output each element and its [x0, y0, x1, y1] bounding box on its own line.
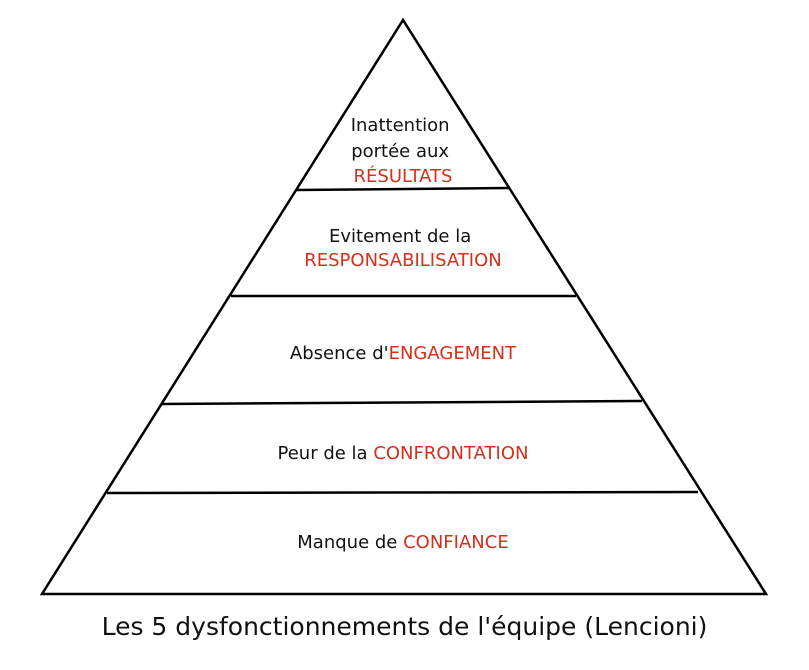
diagram-caption: Les 5 dysfonctionnements de l'équipe (Le… — [101, 612, 708, 641]
pyramid-outline — [39, 17, 769, 596]
divider-4 — [106, 490, 699, 495]
level-resultats-label: Inattention portée aux RÉSULTATS — [351, 115, 456, 187]
level-responsabilisation-line-2: RESPONSABILISATION — [304, 250, 501, 271]
divider-3 — [161, 399, 643, 406]
divider-1 — [295, 186, 511, 192]
level-engagement-label: Absence d'ENGAGEMENT — [290, 343, 517, 364]
level-resultats-line-1: Inattention — [351, 115, 450, 136]
level-confrontation-label: Peur de la CONFRONTATION — [278, 443, 529, 464]
level-resultats-line-3: RÉSULTATS — [354, 165, 453, 187]
level-confiance-label: Manque de CONFIANCE — [297, 532, 508, 553]
level-resultats-line-2: portée aux — [351, 141, 449, 162]
pyramid-diagram: Inattention portée aux RÉSULTATS Eviteme… — [39, 17, 769, 596]
level-responsabilisation-label: Evitement de la RESPONSABILISATION — [304, 226, 501, 271]
level-responsabilisation-line-1: Evitement de la — [329, 226, 471, 247]
